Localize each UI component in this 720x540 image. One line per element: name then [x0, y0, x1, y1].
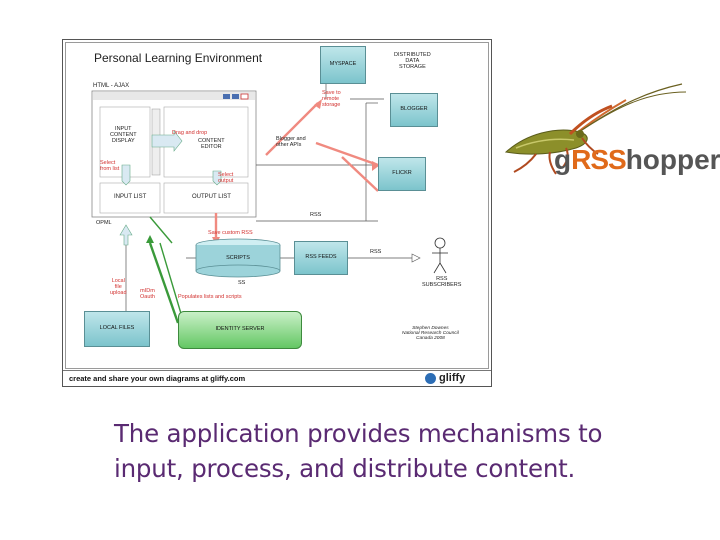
- brand-g: g: [554, 144, 572, 175]
- brand-hopper: hopper: [625, 144, 720, 175]
- mldm-oauth-label: mIDm Oauth: [140, 288, 155, 300]
- rss-label-c: SS: [238, 280, 246, 286]
- identity-server-box: IDENTITY SERVER: [178, 311, 302, 349]
- gliffy-logo-icon: [425, 373, 436, 384]
- select-output-label: Select output: [218, 172, 234, 184]
- opml-label: OPML: [96, 220, 112, 226]
- window-close-icon: [240, 93, 249, 100]
- connector-layer: [91, 83, 448, 324]
- input-content-display-label: INPUT CONTENT DISPLAY: [110, 126, 137, 144]
- select-arrow: [121, 164, 131, 186]
- select-from-list-label: Select from list: [100, 160, 120, 172]
- drag-arrow: [151, 130, 183, 152]
- window-max-icon: [232, 94, 239, 99]
- save-remote-label: Save to remote storage: [322, 90, 341, 108]
- input-list-panel: [99, 182, 161, 214]
- local-file-upload-label: Local file upload: [110, 278, 127, 296]
- output-arrow: [212, 170, 222, 186]
- footer-text: create and share your own diagrams at gl…: [69, 374, 246, 383]
- rss-label-a: RSS: [310, 212, 322, 218]
- output-list-panel: [163, 182, 249, 214]
- gliffy-logo: gliffy: [439, 372, 466, 384]
- local-files-box: LOCAL FILES: [84, 311, 150, 347]
- save-custom-rss-label: Save custom RSS: [208, 230, 253, 236]
- brand-rss: RSS: [571, 144, 627, 175]
- ajax-window-titlebar: [93, 92, 255, 100]
- diagram-frame: Personal Learning Environment: [62, 39, 492, 387]
- content-editor-label: CONTENT EDITOR: [198, 138, 225, 150]
- populates-label: Populates lists and scripts: [178, 294, 242, 300]
- rss-label-b: RSS: [370, 249, 382, 255]
- diagram-title: Personal Learning Environment: [94, 51, 263, 65]
- rss-feeds-box: RSS FEEDS: [294, 241, 348, 275]
- credit-label: Stephen Downes National Research Council…: [402, 326, 459, 342]
- myspace-box: MYSPACE: [320, 46, 366, 84]
- grsshopper-logo: gRSShopper: [496, 78, 720, 198]
- subscriber-figure-head: [434, 237, 446, 249]
- rss-subscribers-label: RSS SUBSCRIBERS: [422, 276, 462, 288]
- window-min-icon: [223, 94, 230, 99]
- slide-caption: The application provides mechanisms to i…: [114, 419, 603, 483]
- diagram-canvas: Personal Learning Environment: [65, 42, 489, 369]
- grasshopper-icon: [504, 83, 687, 175]
- flickr-box: FLICKR: [378, 157, 426, 191]
- brand-wordmark: gRSShopper: [554, 144, 720, 176]
- scripts-cylinder-label: SCRIPTS: [226, 255, 250, 262]
- distributed-storage-label: DISTRIBUTED DATA STORAGE: [394, 52, 431, 70]
- drag-drop-label: Drag and drop: [172, 130, 208, 136]
- html-ajax-label: HTML - AJAX: [93, 83, 130, 89]
- diagram-footer: create and share your own diagrams at gl…: [63, 370, 491, 386]
- blogger-box: BLOGGER: [390, 93, 438, 127]
- output-list-label: OUTPUT LIST: [192, 194, 231, 200]
- blogger-apis-label: Blogger and other APIs: [276, 136, 306, 148]
- content-display-panel: [99, 106, 151, 178]
- input-list-label: INPUT LIST: [114, 194, 147, 200]
